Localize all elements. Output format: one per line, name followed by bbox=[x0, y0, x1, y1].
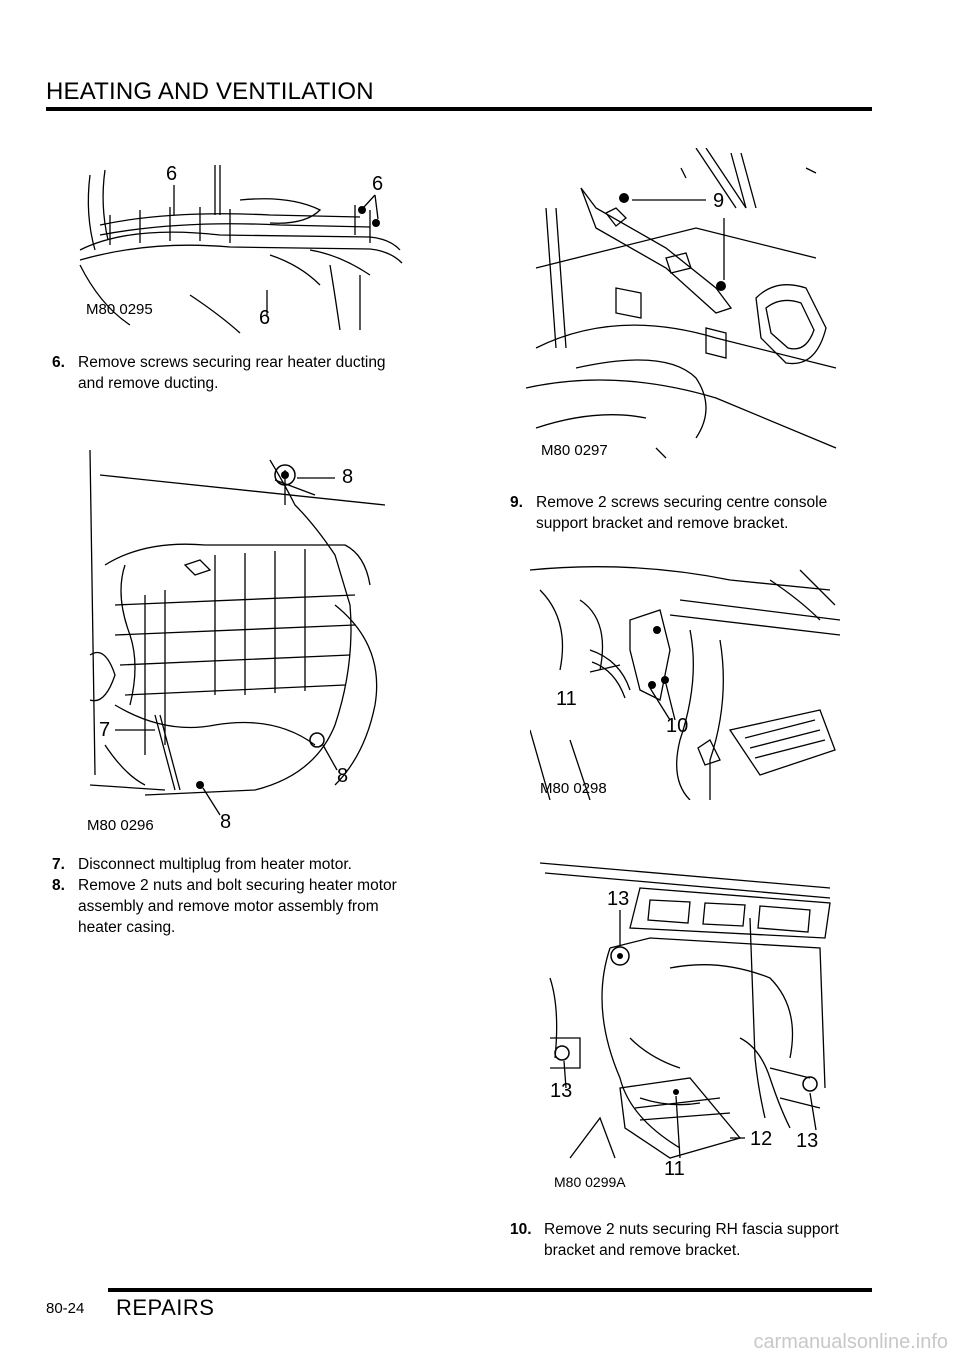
step-text: Remove 2 nuts and bolt securing heater m… bbox=[78, 877, 397, 894]
step-text: assembly and remove motor assembly from bbox=[78, 898, 379, 915]
step-number: 7. bbox=[52, 856, 65, 873]
callout-label: 12 bbox=[750, 1128, 773, 1150]
step-number: 8. bbox=[52, 877, 65, 894]
figure-m80-0296: 8 7 8 8 M80 0296 bbox=[85, 445, 395, 840]
figure-reference: M80 0298 bbox=[540, 780, 607, 797]
callout-label: 10 bbox=[666, 715, 689, 737]
figure-reference: M80 0297 bbox=[541, 442, 608, 459]
page-title: HEATING AND VENTILATION bbox=[46, 78, 374, 105]
figure-reference: M80 0299A bbox=[554, 1174, 626, 1190]
step-number: 9. bbox=[510, 494, 523, 511]
page-number: 80-24 bbox=[46, 1300, 85, 1317]
callout-label: 8 bbox=[342, 466, 354, 488]
section-title: REPAIRS bbox=[116, 1295, 215, 1320]
header-rule bbox=[46, 107, 872, 111]
rh-fascia-bracket-illustration bbox=[530, 566, 840, 800]
centre-console-bracket-illustration bbox=[525, 148, 837, 459]
figure-m80-0297: 9 M80 0297 bbox=[516, 148, 846, 468]
figure-m80-0298: 11 10 M80 0298 bbox=[530, 560, 840, 800]
step-number: 10. bbox=[510, 1221, 532, 1238]
footer-rule bbox=[108, 1288, 872, 1292]
callout-label: 9 bbox=[713, 190, 725, 212]
figure-m80-0299a: 13 13 12 13 11 M80 0299A bbox=[540, 858, 840, 1193]
step-text: bracket and remove bracket. bbox=[544, 1242, 741, 1259]
step-10: 10. Remove 2 nuts securing RH fascia supp… bbox=[510, 1219, 900, 1261]
step-7: 7. Disconnect multiplug from heater motor… bbox=[52, 854, 452, 875]
heater-motor-assembly-illustration bbox=[89, 449, 386, 816]
callout-label: 11 bbox=[556, 688, 577, 710]
step-number: 6. bbox=[52, 354, 65, 371]
callout-label: 6 bbox=[372, 173, 384, 195]
callout-label: 6 bbox=[166, 163, 178, 185]
heater-casing-illustration bbox=[540, 862, 831, 1159]
watermark: carmanualsonline.info bbox=[753, 1331, 948, 1353]
step-text: Remove 2 nuts securing RH fascia support bbox=[544, 1221, 839, 1238]
step-9: 9. Remove 2 screws securing centre consol… bbox=[510, 492, 900, 534]
figure-reference: M80 0296 bbox=[87, 817, 154, 834]
figure-m80-0295: 6 6 6 M80 0295 bbox=[70, 155, 410, 335]
callout-label: 13 bbox=[796, 1130, 819, 1152]
step-6: 6. Remove screws securing rear heater duc… bbox=[52, 352, 442, 394]
step-text: Remove 2 screws securing centre console bbox=[536, 494, 828, 511]
figure-reference: M80 0295 bbox=[86, 301, 153, 318]
step-text: and remove ducting. bbox=[78, 375, 219, 392]
callout-label: 11 bbox=[664, 1158, 685, 1180]
step-text: Disconnect multiplug from heater motor. bbox=[78, 856, 352, 873]
step-8: 8. Remove 2 nuts and bolt securing heater… bbox=[52, 875, 452, 938]
callout-label: 13 bbox=[550, 1080, 573, 1102]
step-text: heater casing. bbox=[78, 919, 176, 936]
step-text: Remove screws securing rear heater ducti… bbox=[78, 354, 386, 371]
callout-label: 8 bbox=[220, 811, 232, 833]
callout-label: 8 bbox=[337, 765, 349, 787]
rear-heater-ducting-illustration bbox=[79, 165, 403, 334]
callout-label: 6 bbox=[259, 307, 271, 329]
callout-label: 13 bbox=[607, 888, 630, 910]
step-text: support bracket and remove bracket. bbox=[536, 515, 789, 532]
callout-label: 7 bbox=[99, 719, 111, 741]
